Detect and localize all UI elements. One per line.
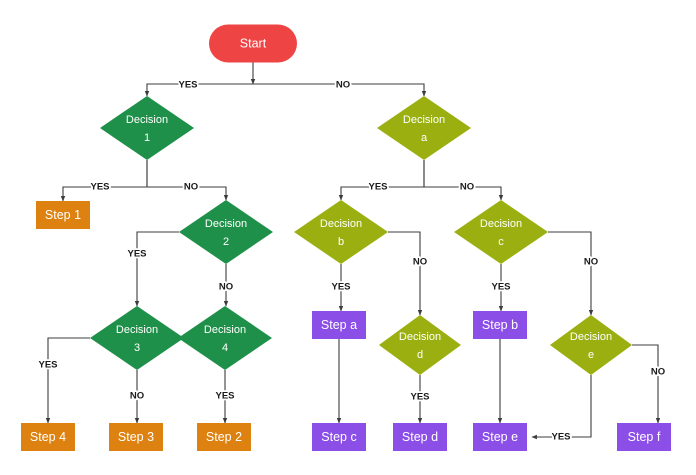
edge-label-halo: YES	[90, 182, 109, 193]
edge-label-lbl-no-db: NO	[413, 257, 427, 268]
decision-shape	[294, 200, 388, 264]
connector-decisionA-to-decisionC	[423, 160, 504, 201]
edge-label-lbl-yes-dd: YES	[410, 392, 429, 403]
connector-decisionB-to-decisionD	[388, 231, 423, 316]
process-shape	[36, 201, 90, 229]
edge-label-lbl-no-da: NO	[460, 182, 474, 193]
edge-label-halo: NO	[460, 182, 474, 193]
process-shape	[473, 311, 527, 339]
edge-label-halo: YES	[368, 182, 387, 193]
edge-label-lbl-yes-db: YES	[331, 282, 350, 293]
process-shape	[109, 423, 163, 451]
edge-label-lbl-no-top: NO	[336, 80, 350, 91]
node-stepE[interactable]: Step e	[473, 423, 527, 451]
edge-label-lbl-yes-dc: YES	[491, 282, 510, 293]
edge-label-halo: YES	[551, 432, 570, 443]
decision-shape	[379, 315, 461, 375]
edge-label-lbl-no-de: NO	[651, 367, 665, 378]
edge-label-lbl-no-d3: NO	[130, 391, 144, 402]
decision-shape	[377, 96, 471, 160]
terminator-shape	[209, 24, 297, 63]
edge-label-lbl-no-d1: NO	[184, 182, 198, 193]
process-shape	[21, 423, 75, 451]
node-stepB[interactable]: Step b	[473, 311, 527, 339]
edge-label-halo: NO	[584, 257, 598, 268]
node-stepA[interactable]: Step a	[312, 311, 366, 339]
edge-label-halo: NO	[130, 391, 144, 402]
process-shape	[312, 423, 366, 451]
connector-decisionA-to-decisionB	[338, 160, 425, 201]
edge-label-halo: NO	[219, 282, 233, 293]
decision-shape	[179, 200, 273, 264]
edge-label-halo: YES	[127, 249, 146, 260]
edge-labels-layer: YES YES NO NO YES YES NO NO YES YES NO NO YES YES NO NO…	[37, 78, 667, 445]
edge-label-lbl-yes-d4: YES	[215, 391, 234, 402]
edge-label-halo: YES	[38, 360, 57, 371]
connector-decisionE-to-stepE	[531, 375, 592, 440]
connector-decisionC-to-decisionE	[548, 231, 594, 316]
process-shape	[197, 423, 251, 451]
node-start[interactable]: Start	[209, 24, 297, 63]
edge-label-lbl-yes-da: YES	[368, 182, 387, 193]
edge-label-lbl-yes-de: YES	[551, 432, 570, 443]
edge-label-halo: NO	[413, 257, 427, 268]
edge-label-lbl-yes-top: YES	[178, 80, 197, 91]
node-stepF[interactable]: Step f	[617, 423, 671, 451]
edge-label-halo: YES	[491, 282, 510, 293]
connector-decision3-to-step4	[45, 337, 90, 424]
node-step2[interactable]: Step 2	[197, 423, 251, 451]
decision-shape	[90, 306, 184, 370]
edge-label-lbl-no-dc: NO	[584, 257, 598, 268]
edge-label-halo: YES	[178, 80, 197, 91]
edge-label-lbl-yes-d2: YES	[127, 249, 146, 260]
connector-start-to-decision1	[144, 83, 253, 97]
edges-layer	[45, 62, 661, 440]
edge-label-halo: YES	[215, 391, 234, 402]
process-shape	[473, 423, 527, 451]
node-stepC[interactable]: Step c	[312, 423, 366, 451]
node-step1[interactable]: Step 1	[36, 201, 90, 229]
edge-label-halo: NO	[651, 367, 665, 378]
decision-shape	[178, 306, 272, 370]
decision-shape	[454, 200, 548, 264]
edge-label-halo: NO	[184, 182, 198, 193]
edge-label-lbl-yes-d1: YES	[90, 182, 109, 193]
process-shape	[393, 423, 447, 451]
edge-label-halo: YES	[331, 282, 350, 293]
edge-label-lbl-yes-d3: YES	[38, 360, 57, 371]
node-stepD[interactable]: Step d	[393, 423, 447, 451]
decision-shape	[550, 315, 632, 375]
edge-label-halo: YES	[410, 392, 429, 403]
edge-label-halo: NO	[336, 80, 350, 91]
connector-decision1-to-step1	[60, 160, 148, 202]
connector-decision1-to-decision2	[146, 160, 229, 201]
decision-shape	[100, 96, 194, 160]
node-step3[interactable]: Step 3	[109, 423, 163, 451]
process-shape	[617, 423, 671, 451]
process-shape	[312, 311, 366, 339]
connector-decision2-to-decision3	[134, 231, 179, 307]
connector-decisionE-to-stepF	[632, 344, 661, 424]
node-step4[interactable]: Step 4	[21, 423, 75, 451]
edge-label-lbl-no-d2: NO	[219, 282, 233, 293]
connector-start-to-decisionA	[253, 83, 427, 97]
